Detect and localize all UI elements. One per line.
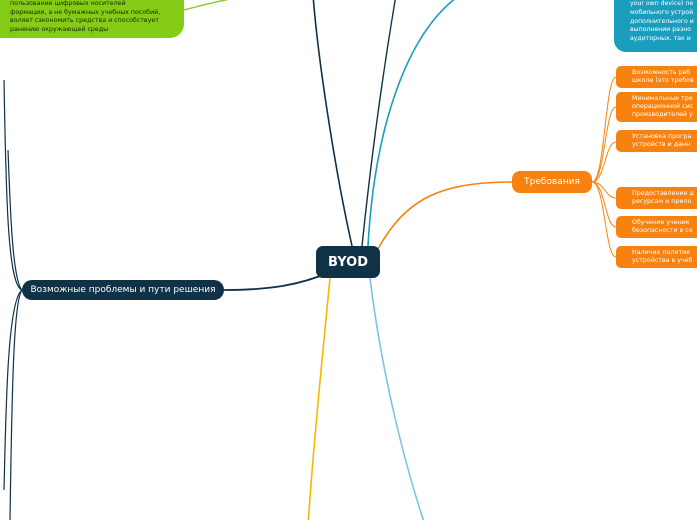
requirement-item[interactable]: Установка програ устройств и данн <box>616 130 697 152</box>
topic-requirements-label: Требования <box>524 177 580 187</box>
link-green-note <box>183 0 229 11</box>
link-root-to-problems <box>223 271 331 291</box>
green-note-line: воляет сэкономить средства и способствуе… <box>10 17 159 24</box>
teal-note-line: дополнительного и <box>630 17 694 25</box>
requirement-line: Обучение ученик <box>632 219 690 226</box>
topic-problems[interactable]: Возможные проблемы и пути решения <box>22 280 224 300</box>
root-node[interactable]: BYOD <box>316 246 380 278</box>
teal-note-line: мобильного устрой <box>630 8 694 16</box>
requirement-line: Возможность раб <box>632 69 691 76</box>
requirement-line: устройства в учеб <box>632 257 693 264</box>
requirement-line: ресурсам и прило <box>632 198 692 205</box>
link-root-to-top-right-dark <box>361 0 396 247</box>
requirement-line: Минимальные тре <box>632 95 693 102</box>
link-problems-branch-d <box>3 289 23 491</box>
requirement-line: школе (это требов <box>632 77 694 84</box>
green-note-line: ранению окружающей среды <box>10 25 109 33</box>
topic-requirements[interactable]: Требования <box>512 171 592 193</box>
link-problems-branch-b <box>7 149 23 291</box>
link-root-to-top-dark <box>312 0 353 247</box>
requirement-item[interactable]: Минимальные тре операционной сис произво… <box>616 92 697 122</box>
requirement-item[interactable]: Наличие политик устройства в учеб <box>616 246 697 268</box>
link-problems-branch-a <box>3 79 23 291</box>
root-label: BYOD <box>328 254 368 270</box>
link-req-6 <box>591 181 617 258</box>
requirement-item[interactable]: Обучение ученик безопасности в се <box>616 216 697 238</box>
requirement-line: производителей у <box>632 111 693 118</box>
teal-note-line: аудиторных, так и <box>630 35 691 43</box>
link-root-to-bottom-yellow <box>307 277 331 520</box>
link-req-1 <box>591 76 617 183</box>
green-note-line: формации, а не бумажных учебных пособий, <box>10 8 161 16</box>
requirement-line: безопасности в се <box>632 227 693 234</box>
link-req-3 <box>591 141 617 183</box>
requirement-line: устройств и данн <box>632 141 691 148</box>
requirement-line: операционной сис <box>632 103 694 110</box>
teal-note-card[interactable]: your own device) пе мобильного устрой до… <box>614 0 697 52</box>
link-req-2 <box>591 106 617 183</box>
link-root-to-teal <box>367 0 455 247</box>
requirement-line: Предоставление д <box>632 190 694 197</box>
requirement-line: Установка програ <box>632 133 692 140</box>
topic-problems-label: Возможные проблемы и пути решения <box>30 285 216 295</box>
green-note-line: пользование цифровых носителей <box>10 0 126 7</box>
teal-note-line: выполнении разно <box>630 26 692 34</box>
teal-note-line: your own device) пе <box>630 0 694 7</box>
link-problems-branch-c <box>9 289 23 520</box>
link-root-to-bottom-blue <box>369 277 425 520</box>
green-note-card[interactable]: пользование цифровых носителей формации,… <box>0 0 184 38</box>
requirement-line: Наличие политик <box>632 249 691 256</box>
requirement-item[interactable]: Предоставление д ресурсам и прило <box>616 187 697 209</box>
requirement-item[interactable]: Возможность раб школе (это требов <box>616 66 697 88</box>
link-root-to-requirements <box>371 181 513 261</box>
